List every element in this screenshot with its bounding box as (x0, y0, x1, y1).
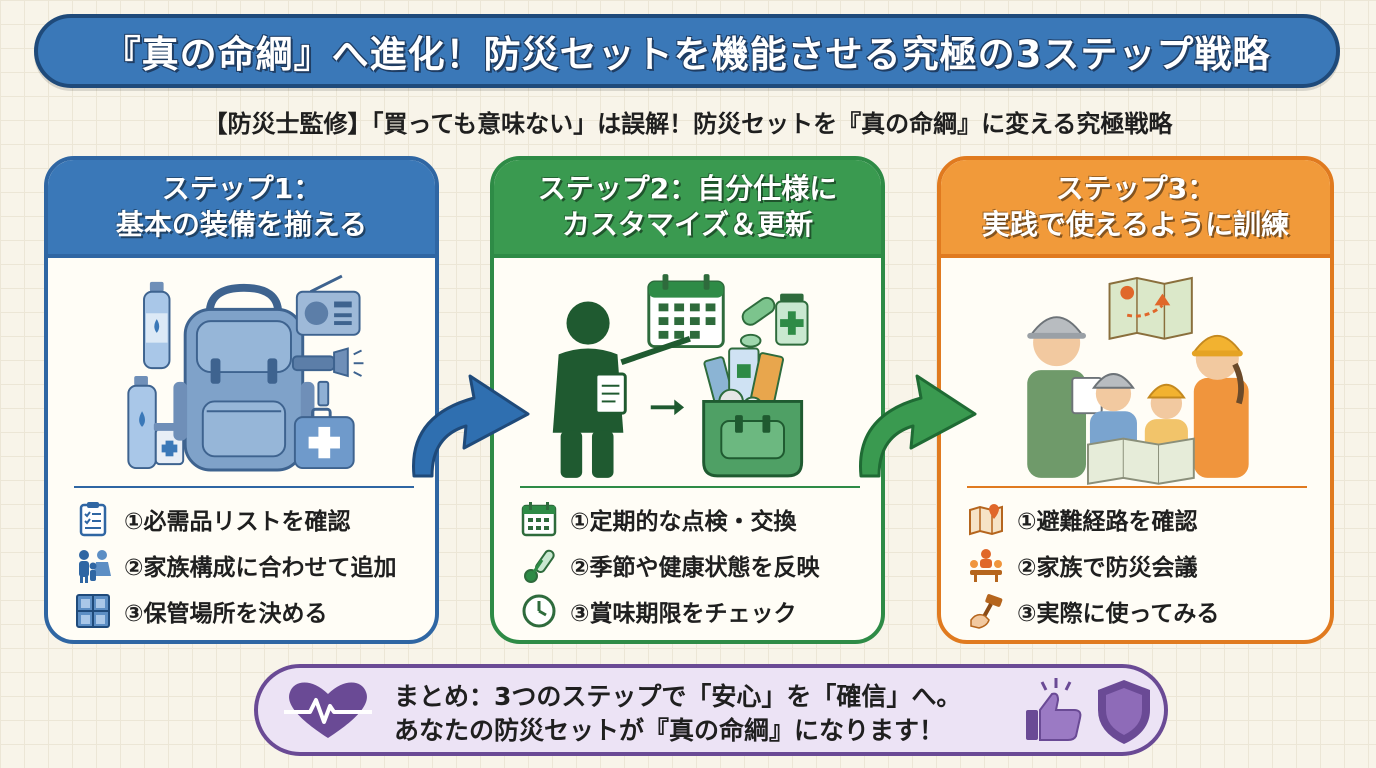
battery-icon (317, 380, 330, 407)
medicine-bottle-icon (775, 293, 809, 346)
emergency-kit-illustration (127, 274, 364, 472)
step2-card: ステップ2：自分仕様に カスタマイズ＆更新 (490, 156, 885, 644)
family-training-illustration (1027, 276, 1249, 485)
step3-header: ステップ3： 実践で使えるように訓練 (941, 160, 1330, 258)
step2-divider (520, 486, 860, 488)
thermometer-icon (524, 549, 555, 583)
step1-header: ステップ1： 基本の装備を揃える (48, 160, 435, 258)
backpack-icon (173, 283, 315, 472)
page-title: 『真の命綱』へ進化！防災セットを機能させる究極の3ステップ戦略 (103, 33, 1271, 76)
list-item: ②季節や健康状態を反映 (494, 542, 881, 588)
step2-header: ステップ2：自分仕様に カスタマイズ＆更新 (494, 160, 881, 258)
person-silhouette-icon (552, 301, 691, 478)
meeting-icon (970, 549, 1002, 582)
hammer-hand-icon (970, 594, 1003, 629)
step3-items: ①避難経路を確認 ②家族で防災会議 ③実際に使ってみる (941, 496, 1330, 634)
list-item: ③実際に使ってみる (941, 588, 1330, 634)
page-subtitle: 【防災士監修】「買っても意味ない」は誤解！防災セットを『真の命綱』に変える究極戦… (203, 110, 1173, 138)
heartbeat-icon (284, 682, 372, 738)
flashlight-icon (291, 347, 364, 378)
step2-title-line1: ステップ2：自分仕様に (537, 172, 838, 205)
first-aid-kit-icon (293, 407, 355, 470)
list-item: ②家族で防災会議 (941, 542, 1330, 588)
mother-figure (1191, 335, 1249, 478)
step1-divider (74, 486, 414, 488)
storage-cabinet-icon (76, 594, 110, 628)
step3-card: ステップ3： 実践で使えるように訓練 (937, 156, 1334, 644)
summary-line1: まとめ：3つのステップで「安心」を「確信」へ。 (394, 682, 962, 711)
calendar-icon (521, 502, 557, 537)
step2-to-step3-arrow-icon (859, 374, 977, 478)
list-item: ③保管場所を決める (48, 588, 435, 634)
calendar-large-icon (647, 274, 725, 349)
step1-title-line2: 基本の装備を揃える (115, 208, 368, 241)
step3-title-line1: ステップ3： (1055, 172, 1216, 205)
list-item: ①必需品リストを確認 (48, 496, 435, 542)
customize-kit-illustration (552, 274, 809, 478)
custom-backpack-icon (702, 347, 804, 478)
map-icon (969, 504, 1003, 536)
summary-line2: あなたの防災セットが『真の命綱』になります！ (394, 716, 945, 745)
summary-text: まとめ：3つのステップで「安心」を「確信」へ。 あなたの防災セットが『真の命綱』… (394, 680, 1014, 748)
list-item: ③賞味期限をチェック (494, 588, 881, 634)
step1-items: ①必需品リストを確認 ②家族構成に合わせて追加 ③保管場所を決める (48, 496, 435, 634)
step3-title-line2: 実践で使えるように訓練 (981, 208, 1290, 241)
family-icon (79, 550, 111, 583)
pills-icon (739, 296, 776, 348)
list-item: ①定期的な点検・交換 (494, 496, 881, 542)
step3-divider (967, 486, 1307, 488)
radio-icon (295, 274, 361, 336)
water-bottle-small-icon (127, 375, 157, 470)
step2-title-line2: カスタマイズ＆更新 (561, 208, 814, 241)
step1-title-line1: ステップ1： (161, 172, 322, 205)
thumbs-up-icon (1026, 678, 1082, 741)
evacuation-map-icon (1108, 276, 1193, 340)
list-item: ②家族構成に合わせて追加 (48, 542, 435, 588)
paper-map-icon (1086, 437, 1195, 485)
father-figure (1027, 316, 1103, 478)
summary-banner: まとめ：3つのステップで「安心」を「確信」へ。 あなたの防災セットが『真の命綱』… (254, 664, 1168, 756)
shield-icon (1098, 680, 1150, 744)
title-banner: 『真の命綱』へ進化！防災セットを機能させる究極の3ステップ戦略 (34, 14, 1340, 88)
step2-items: ①定期的な点検・交換 ②季節や健康状態を反映 ③賞味期限をチェック (494, 496, 881, 634)
water-bottle-icon (143, 281, 171, 370)
checklist-icon (79, 502, 107, 537)
step1-card: ステップ1： 基本の装備を揃える (44, 156, 439, 644)
list-item: ①避難経路を確認 (941, 496, 1330, 542)
step1-to-step2-arrow-icon (412, 374, 530, 478)
clock-icon (522, 594, 556, 628)
